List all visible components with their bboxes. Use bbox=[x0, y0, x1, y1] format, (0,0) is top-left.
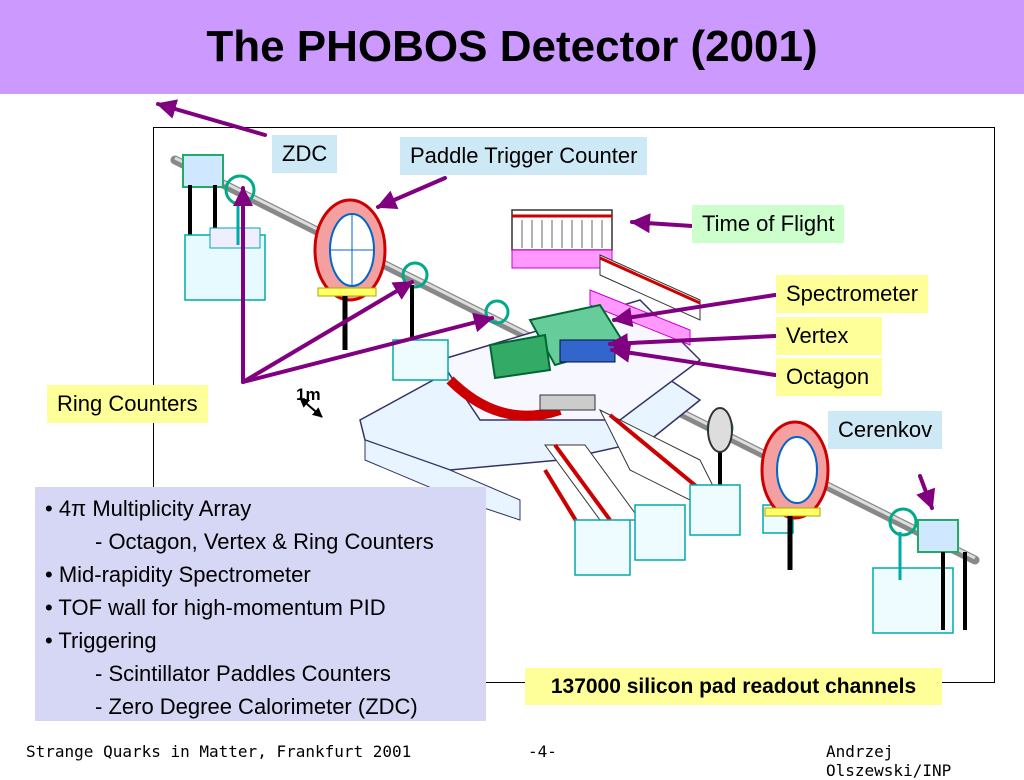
paddle-trigger-label: Paddle Trigger Counter bbox=[400, 137, 648, 175]
zdc-right bbox=[888, 507, 967, 630]
paddle-left bbox=[313, 198, 387, 350]
ring-counters-label: Ring Counters bbox=[47, 385, 208, 423]
bullet-subitem: - Zero Degree Calorimeter (ZDC) bbox=[95, 694, 418, 719]
spectrometer-label: Spectrometer bbox=[776, 275, 929, 313]
bullet-item: • Triggering bbox=[45, 628, 157, 653]
paddle-right bbox=[707, 407, 830, 570]
cerenkov-label: Cerenkov bbox=[828, 411, 943, 449]
footer-page-number: -4- bbox=[528, 742, 557, 761]
bullet-item: • 4π Multiplicity Array bbox=[45, 496, 252, 521]
bullet-subitem: - Scintillator Paddles Counters bbox=[95, 661, 391, 686]
title-bar bbox=[0, 0, 1024, 94]
page-title: The PHOBOS Detector (2001) bbox=[206, 22, 818, 71]
scale-label: 1m bbox=[296, 385, 321, 404]
footer-author: Andrzej Olszewski/INP bbox=[826, 742, 952, 780]
bullet-subitem: - Octagon, Vertex & Ring Counters bbox=[95, 529, 434, 554]
vertex-label: Vertex bbox=[776, 317, 882, 355]
bullet-item: • Mid-rapidity Spectrometer bbox=[45, 562, 311, 587]
bullet-item: • TOF wall for high-momentum PID bbox=[45, 595, 386, 620]
octagon-label: Octagon bbox=[776, 358, 882, 396]
annotation-arrows bbox=[156, 99, 936, 510]
footer-conference: Strange Quarks in Matter, Frankfurt 2001 bbox=[26, 742, 412, 761]
base-blocks bbox=[392, 339, 954, 634]
zdc-label: ZDC bbox=[272, 135, 338, 173]
scale-arrow bbox=[299, 397, 323, 418]
silicon-channels-note: 137000 silicon pad readout channels bbox=[525, 668, 942, 705]
time-of-flight-label: Time of Flight bbox=[692, 205, 845, 243]
feature-list: • 4π Multiplicity Array - Octagon, Verte… bbox=[35, 487, 486, 721]
silicon-core bbox=[488, 303, 627, 411]
zdc-left bbox=[182, 154, 266, 301]
